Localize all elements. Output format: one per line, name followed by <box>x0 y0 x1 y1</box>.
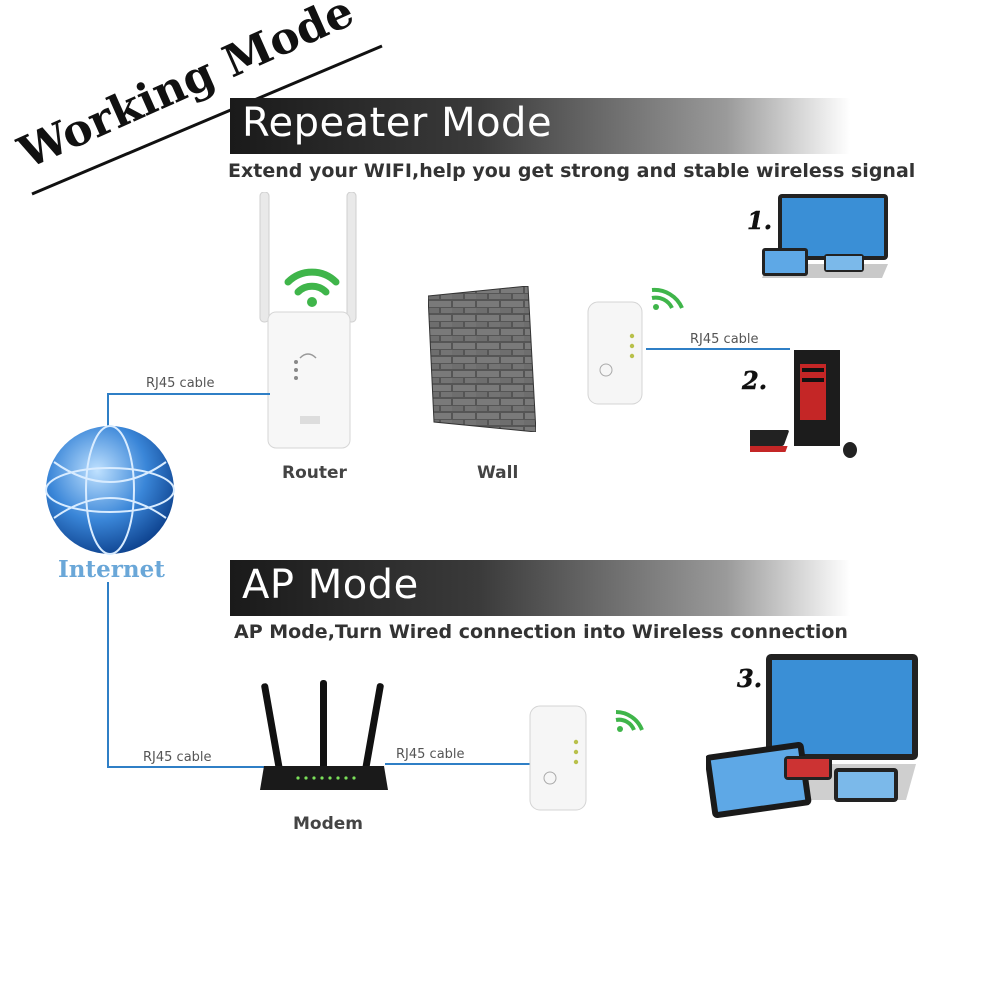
working-mode-stamp: Working Mode <box>10 0 390 198</box>
laptop-devices-3 <box>706 654 918 819</box>
cable-modem-ap <box>385 763 531 765</box>
modem-label: Modem <box>293 814 364 834</box>
ap-mode-subtitle: AP Mode,Turn Wired connection into Wirel… <box>234 621 848 643</box>
wifi-repeater-device <box>587 301 643 405</box>
ap-wifi-icon <box>615 710 644 732</box>
ap-repeater-device <box>529 705 587 811</box>
internet-label: Internet <box>58 556 165 583</box>
cable-repeater-pc <box>646 348 790 350</box>
cable-label-pc: RJ45 cable <box>690 332 759 347</box>
desktop-pc <box>750 350 857 458</box>
repeater-mode-subtitle: Extend your WIFI,help you get strong and… <box>228 160 916 182</box>
laptop-devices-1 <box>762 194 888 278</box>
wifi-signal-icon <box>284 268 340 307</box>
brick-wall <box>428 286 536 432</box>
cable-label-modem: RJ45 cable <box>143 750 212 765</box>
cable-label-router: RJ45 cable <box>146 376 215 391</box>
cable-internet-router <box>108 393 270 395</box>
cable-internet-modem <box>108 766 270 768</box>
repeater-mode-title: Repeater Mode <box>242 100 553 146</box>
cable-label-ap: RJ45 cable <box>396 747 465 762</box>
ap-mode-banner: AP Mode <box>230 560 850 616</box>
cable-internet-up <box>107 393 109 433</box>
repeater-wifi-icon <box>651 287 684 310</box>
wall-label: Wall <box>477 463 519 483</box>
item-3-number: 3. <box>737 664 763 694</box>
repeater-mode-banner: Repeater Mode <box>230 98 850 154</box>
internet-globe-icon <box>45 425 175 555</box>
stamp-underline <box>31 44 383 196</box>
item-2-number: 2. <box>742 366 768 396</box>
ap-mode-title: AP Mode <box>242 562 419 608</box>
modem-router-device <box>260 680 388 790</box>
router-device <box>259 192 357 449</box>
router-label: Router <box>282 463 347 483</box>
cable-internet-down <box>107 582 109 768</box>
item-1-number: 1. <box>747 206 773 236</box>
